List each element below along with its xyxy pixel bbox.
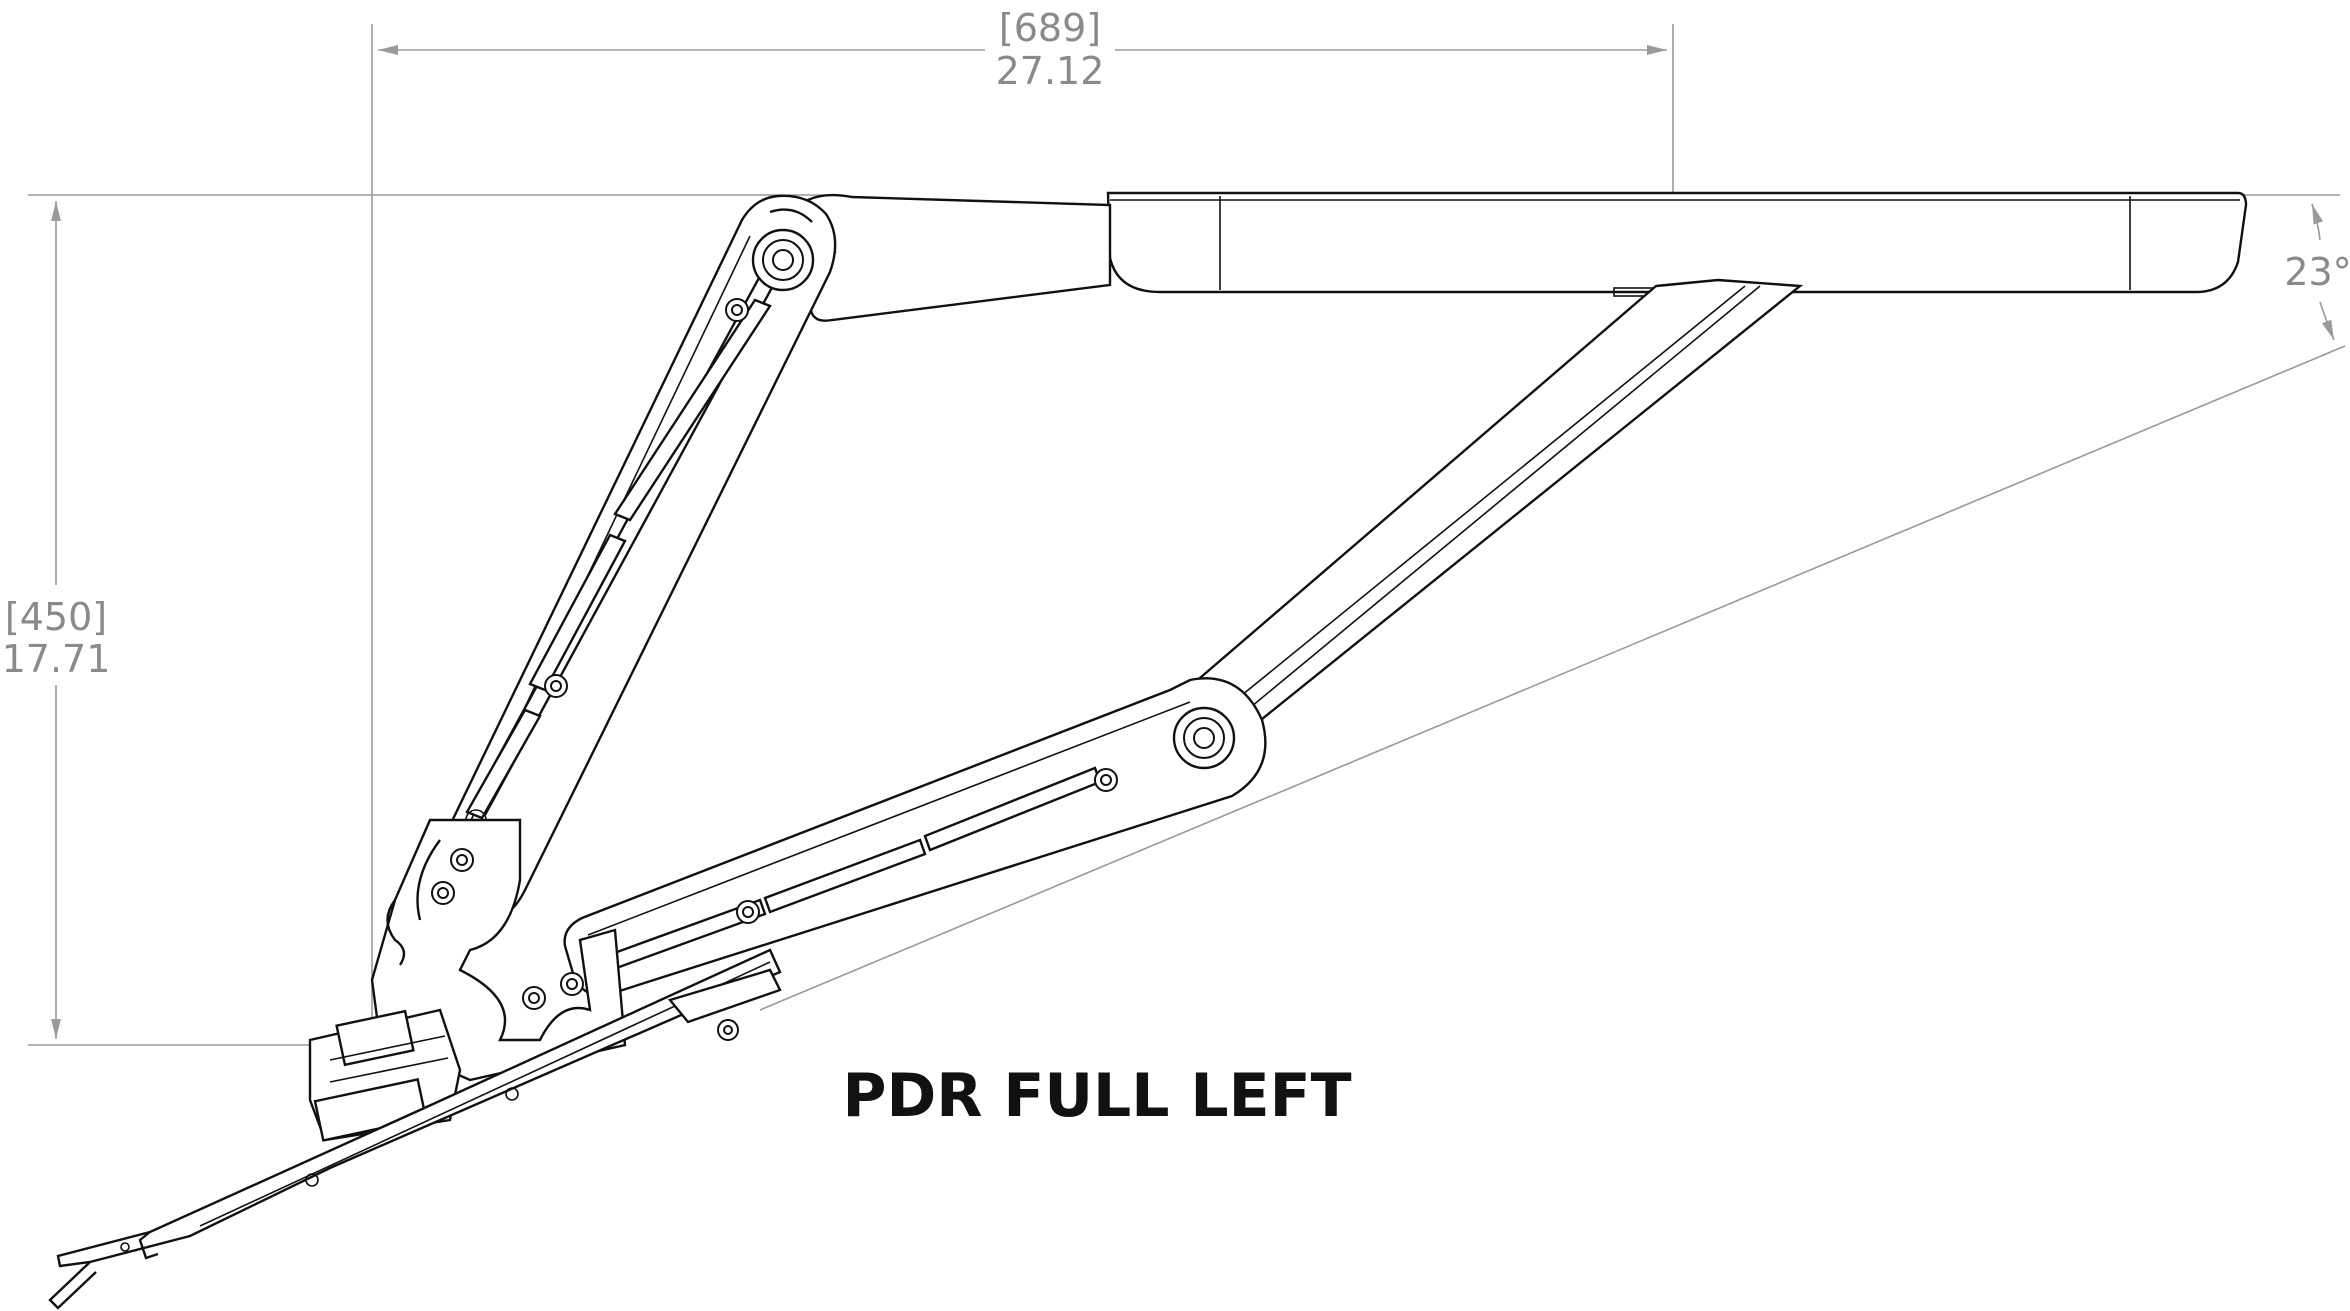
diagram-title: PDR FULL LEFT bbox=[842, 1061, 1351, 1131]
height-dimension: [450] 17.71 bbox=[2, 194, 830, 1046]
base-clamp bbox=[48, 948, 782, 1310]
width-metric-label: [689] bbox=[999, 6, 1101, 50]
monitor-panel bbox=[1106, 191, 2248, 297]
width-imperial-label: 27.12 bbox=[996, 49, 1105, 93]
angle-label: 23° bbox=[2284, 250, 2350, 294]
angle-dimension: 23° bbox=[759, 194, 2350, 1011]
lower-arm bbox=[563, 677, 1267, 997]
height-metric-label: [450] bbox=[5, 595, 107, 639]
height-imperial-label: 17.71 bbox=[2, 637, 111, 681]
forearm-link bbox=[1171, 278, 1804, 752]
upper-arm bbox=[432, 193, 1112, 919]
width-dimension: [689] 27.12 bbox=[371, 6, 1674, 1045]
